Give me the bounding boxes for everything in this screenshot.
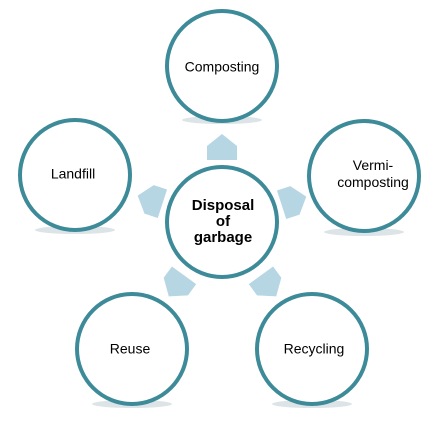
vermicomposting-circle — [307, 119, 421, 233]
reuse-circle — [75, 292, 189, 406]
landfill-circle — [18, 118, 132, 232]
landfill-label: Landfill — [50, 165, 96, 182]
arrow-to-landfill — [137, 185, 168, 218]
recycling-label: Recycling — [283, 340, 345, 357]
arrow-to-recycling — [248, 266, 282, 297]
center-circle — [165, 165, 279, 279]
arrow-to-reuse — [163, 266, 197, 297]
recycling-circle — [255, 292, 369, 406]
reuse-label: Reuse — [109, 340, 151, 357]
composting-label: Composting — [184, 58, 260, 75]
vermicomposting-label: Vermi- composting — [337, 157, 409, 190]
center-label: Disposal of garbage — [191, 197, 255, 246]
arrow-to-composting — [207, 134, 237, 160]
arrow-to-vermicomposting — [276, 186, 307, 219]
composting-circle — [165, 9, 279, 123]
